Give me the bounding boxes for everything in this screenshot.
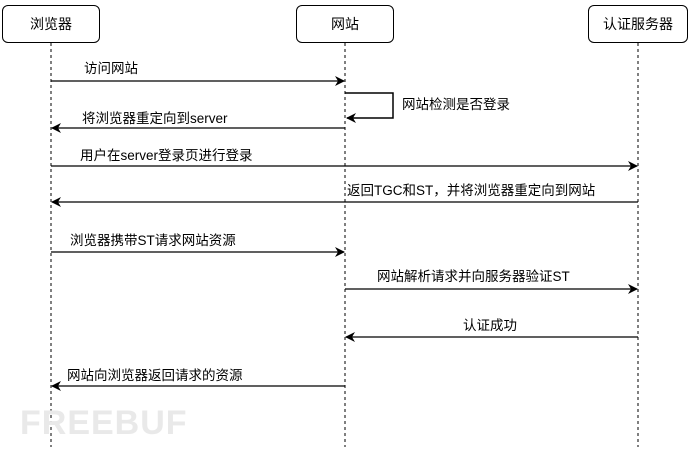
- message-label-8: 认证成功: [463, 318, 517, 333]
- message-label-9: 网站向浏览器返回请求的资源: [67, 368, 243, 383]
- message-label-5: 返回TGC和ST，并将浏览器重定向到网站: [347, 183, 596, 198]
- actor-site: 网站: [296, 5, 394, 43]
- message-label-3: 将浏览器重定向到server: [82, 111, 228, 126]
- actor-browser: 浏览器: [2, 5, 100, 43]
- message-arrow-2: [345, 92, 394, 123]
- message-label-6: 浏览器携带ST请求网站资源: [70, 233, 236, 248]
- message-label-2: 网站检测是否登录: [402, 97, 510, 112]
- message-label-4: 用户在server登录页进行登录: [80, 148, 253, 163]
- message-label-7: 网站解析请求并向服务器验证ST: [377, 269, 570, 284]
- watermark-logo: FREEBUF: [20, 404, 188, 442]
- actor-auth-server: 认证服务器: [588, 5, 688, 43]
- message-label-1: 访问网站: [84, 61, 138, 76]
